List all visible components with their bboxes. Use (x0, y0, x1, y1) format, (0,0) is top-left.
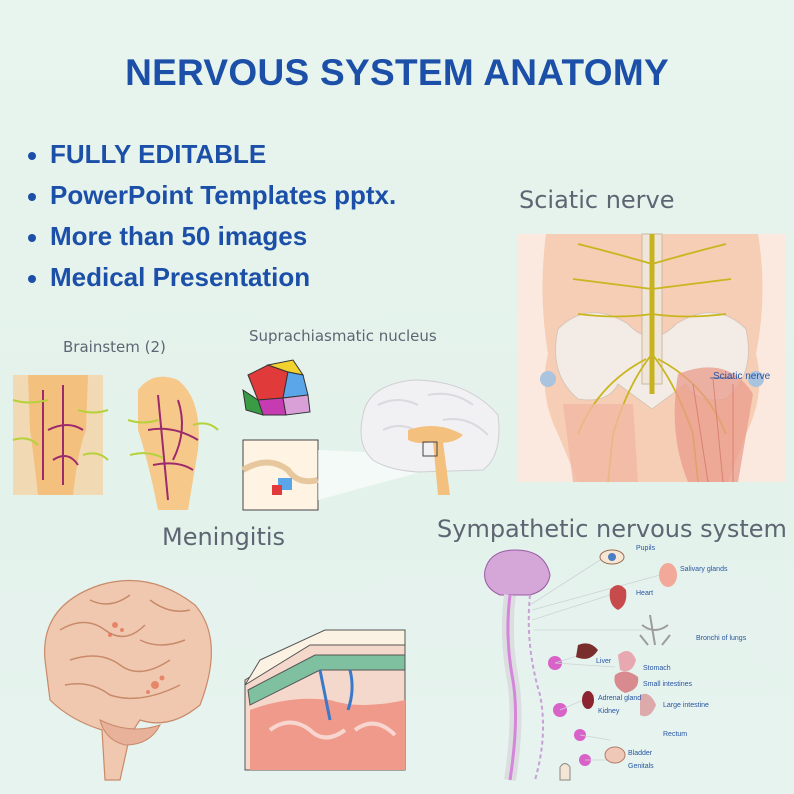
bullet-icon (28, 152, 36, 161)
feature-text: PowerPoint Templates pptx. (50, 180, 397, 210)
feature-item: Medical Presentation (28, 259, 396, 300)
meningitis-illustration (44, 579, 406, 781)
sciatic-callout: Sciatic nerve (713, 371, 771, 382)
organ-label: Kidney (598, 708, 620, 715)
feature-item: FULLY EDITABLE (28, 136, 396, 177)
page-title: NERVOUS SYSTEM ANATOMY (125, 52, 669, 93)
organ-label: Bronchi of lungs (696, 635, 747, 642)
organ-label: Small intestines (643, 681, 693, 688)
suprachiasmatic-illustration (241, 359, 500, 511)
suprachiasmatic-heading: Suprachiasmatic nucleus (249, 327, 437, 345)
organ-label: Salivary glands (680, 566, 728, 573)
organ-label: Large intestine (663, 702, 709, 709)
organ-label: Pupils (636, 545, 656, 552)
feature-item: More than 50 images (28, 218, 396, 259)
feature-text: More than 50 images (50, 221, 308, 251)
feature-text: Medical Presentation (50, 262, 311, 292)
organ-label: Adrenal gland (598, 695, 642, 702)
bullet-icon (28, 275, 36, 284)
organ-label: Rectum (663, 731, 688, 738)
sympathetic-heading: Sympathetic nervous system (437, 515, 787, 543)
sympathetic-illustration (484, 549, 677, 781)
bullet-icon (28, 234, 36, 243)
feature-item: PowerPoint Templates pptx. (28, 177, 396, 218)
meningitis-heading: Meningitis (162, 523, 286, 551)
organ-label: Heart (636, 590, 654, 597)
bullet-icon (28, 193, 36, 202)
brainstem-illustration (12, 375, 219, 510)
brainstem-heading: Brainstem (2) (63, 338, 166, 356)
sciatic-heading: Sciatic nerve (519, 186, 675, 214)
organ-label: Genitals (628, 763, 654, 770)
organ-label: Stomach (643, 665, 671, 672)
feature-text: FULLY EDITABLE (50, 139, 267, 169)
organ-label: Liver (596, 658, 612, 665)
organ-label: Bladder (628, 750, 653, 757)
sciatic-illustration (518, 233, 786, 483)
feature-list: FULLY EDITABLE PowerPoint Templates pptx… (28, 136, 396, 300)
